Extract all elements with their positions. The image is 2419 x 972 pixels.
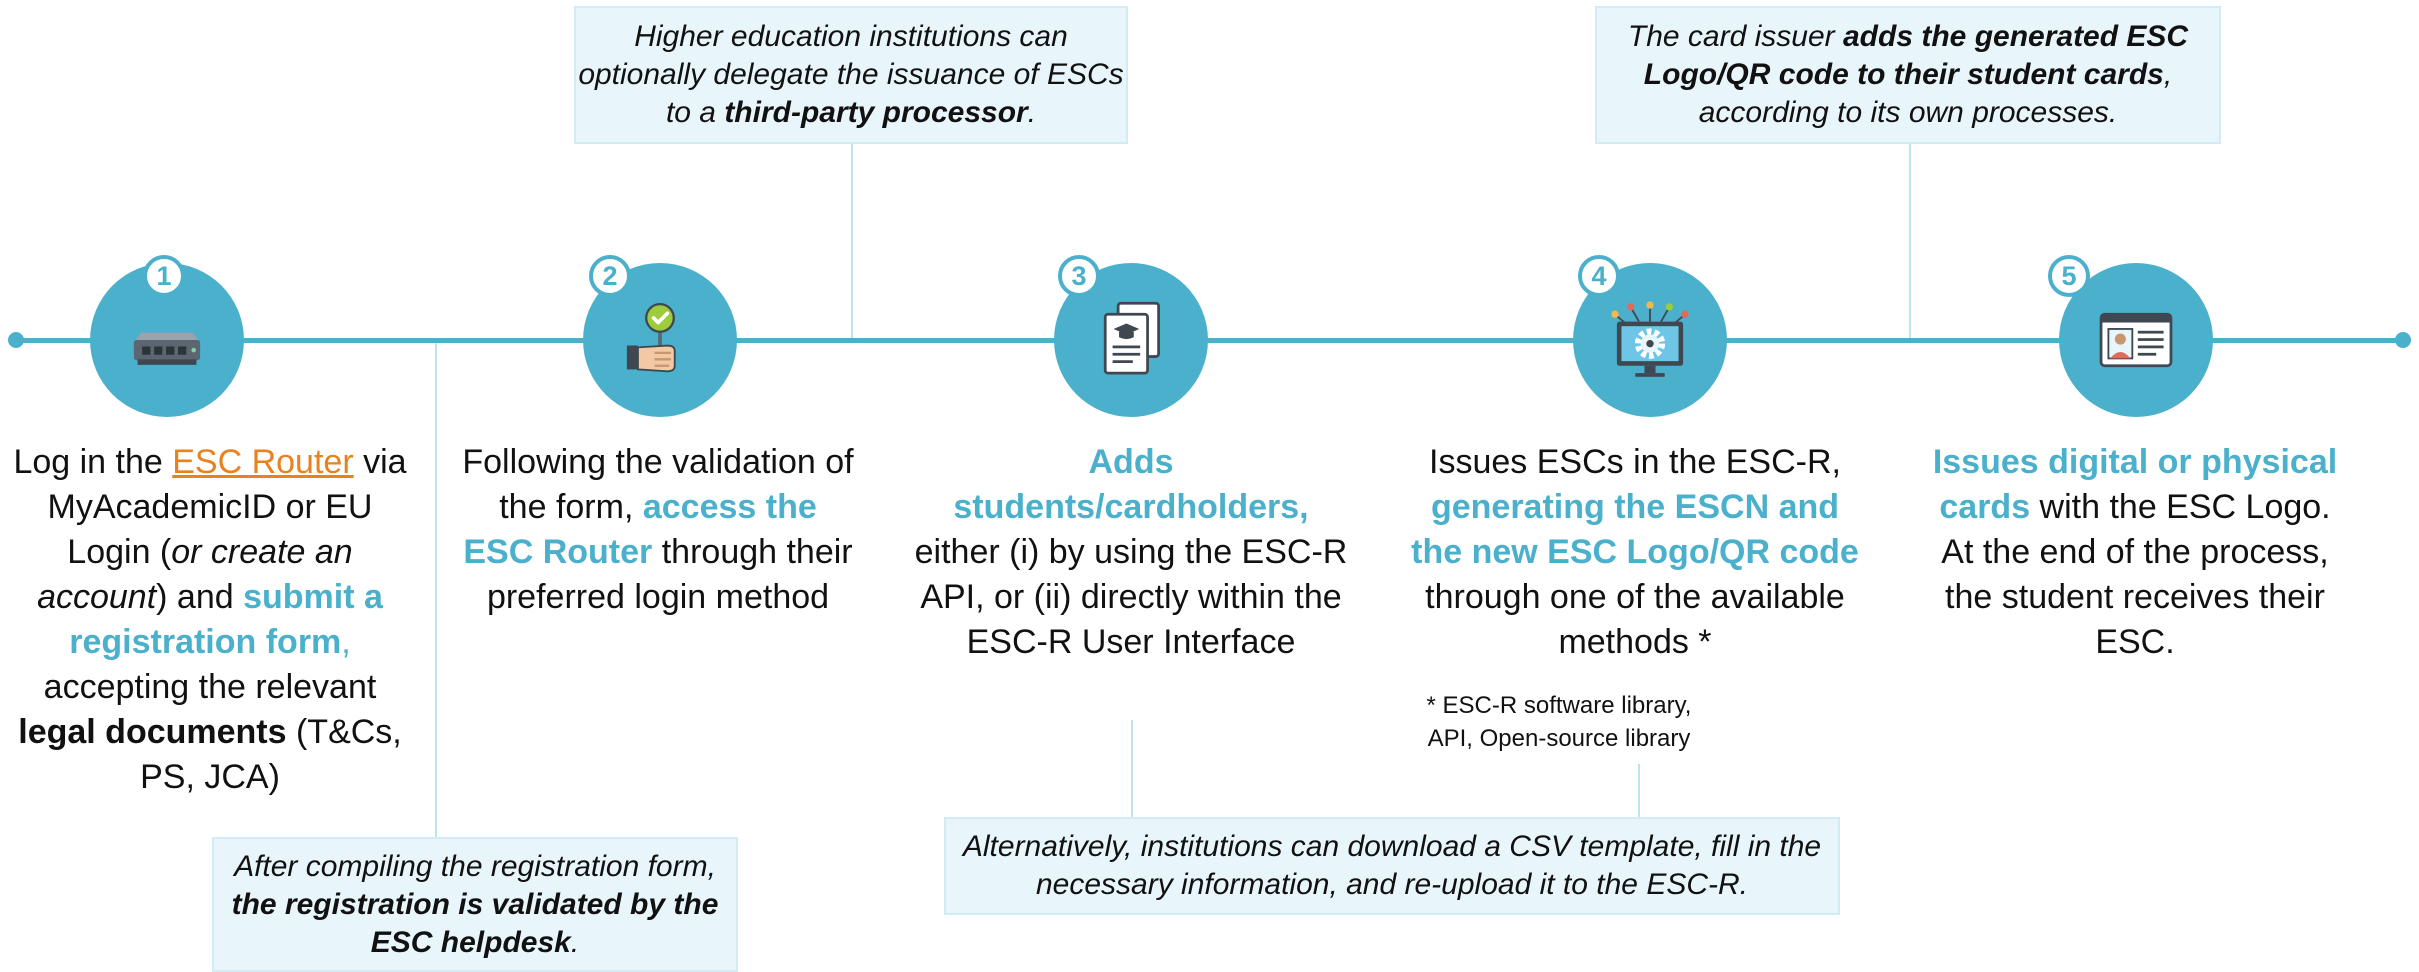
step-text: through their preferred login method (486, 533, 853, 616)
callout-bold: the registration is validated by the ESC… (231, 887, 719, 959)
step-highlight: submit a registration form (69, 578, 383, 661)
hand-check-icon (626, 302, 676, 373)
router-icon (133, 332, 201, 365)
callout-text: . (1027, 96, 1037, 129)
step-text: (T&Cs, PS, JCA) (140, 713, 402, 796)
step-3-text: Adds students/cardholders, either (i) by… (912, 440, 1350, 665)
connector-top-1 (851, 142, 853, 338)
step-text: via MyAcademicID or EU Login ( (47, 443, 407, 571)
connector-bottom-2a (1131, 720, 1133, 817)
step-1-text: Log in the ESC Router via MyAcademicID o… (10, 440, 410, 800)
document-graduation-icon (1103, 301, 1160, 375)
callout-text: Higher education institutions can option… (578, 20, 1124, 129)
step-4-text: Issues ESCs in the ESC-R, generating the… (1404, 440, 1866, 665)
callout-text: After compiling the registration form, (234, 849, 716, 883)
callout-card-issuer: The card issuer adds the generated ESC L… (1595, 6, 2221, 144)
step-4-footnote: * ESC-R software library, API, Open-sour… (1426, 692, 1692, 752)
connector-bottom-2b (1638, 764, 1640, 817)
step-highlight: Adds students/cardholders, (953, 443, 1309, 526)
callout-text: . (570, 925, 580, 959)
timeline-line (16, 338, 2408, 343)
callout-text: The card issuer (1627, 20, 1843, 53)
step-text: with the ESC Logo. At the end of the pro… (1941, 488, 2331, 661)
step-2-text: Following the validation of the form, ac… (460, 440, 856, 620)
timeline-start-dot (8, 332, 24, 348)
step-highlight: generating the ESCN and the new ESC Logo… (1411, 488, 1859, 571)
id-card-icon (2099, 312, 2173, 368)
monitor-gear-icon (1611, 301, 1689, 377)
step-5-badge: 5 (2048, 255, 2090, 297)
step-highlight: access the ESC Router (463, 488, 817, 571)
step-5-text: Issues digital or physical cards with th… (1924, 440, 2346, 665)
step-bold: legal documents (18, 713, 287, 751)
callout-bold: third-party processor (724, 96, 1028, 129)
step-text: accepting the relevant (43, 668, 377, 706)
step-text: ) and (156, 578, 244, 616)
callout-bold: adds the generated ESC Logo/QR code to t… (1643, 20, 2189, 91)
connector-top-2 (1909, 142, 1911, 338)
step-4-badge: 4 (1578, 255, 1620, 297)
step-2-circle (583, 263, 737, 417)
callout-helpdesk-validation: After compiling the registration form, t… (212, 837, 738, 972)
callout-csv-template: Alternatively, institutions can download… (944, 817, 1840, 915)
connector-bottom-1 (435, 343, 437, 837)
step-text: either (i) by using the ESC-R API, or (i… (914, 533, 1348, 661)
step-highlight-comma: , (341, 623, 351, 661)
step-highlight: Issues digital or physical cards (1932, 443, 2338, 526)
callout-text: , according to its own processes. (1698, 58, 2173, 129)
step-text: Log in the (13, 443, 173, 481)
step-3-badge: 3 (1058, 255, 1100, 297)
callout-text: Alternatively, institutions can download… (962, 830, 1822, 901)
step-text: Issues ESCs in the ESC-R, (1429, 443, 1841, 481)
step-italic: or create an account (37, 533, 353, 616)
step-1-badge: 1 (143, 255, 185, 297)
callout-third-party-processor: Higher education institutions can option… (574, 6, 1128, 144)
esc-router-link[interactable]: ESC Router (172, 443, 354, 481)
step-text: through one of the available methods * (1425, 578, 1845, 661)
timeline-end-dot (2395, 332, 2411, 348)
step-2-badge: 2 (589, 255, 631, 297)
step-text: Following the validation of the form, (462, 443, 854, 526)
